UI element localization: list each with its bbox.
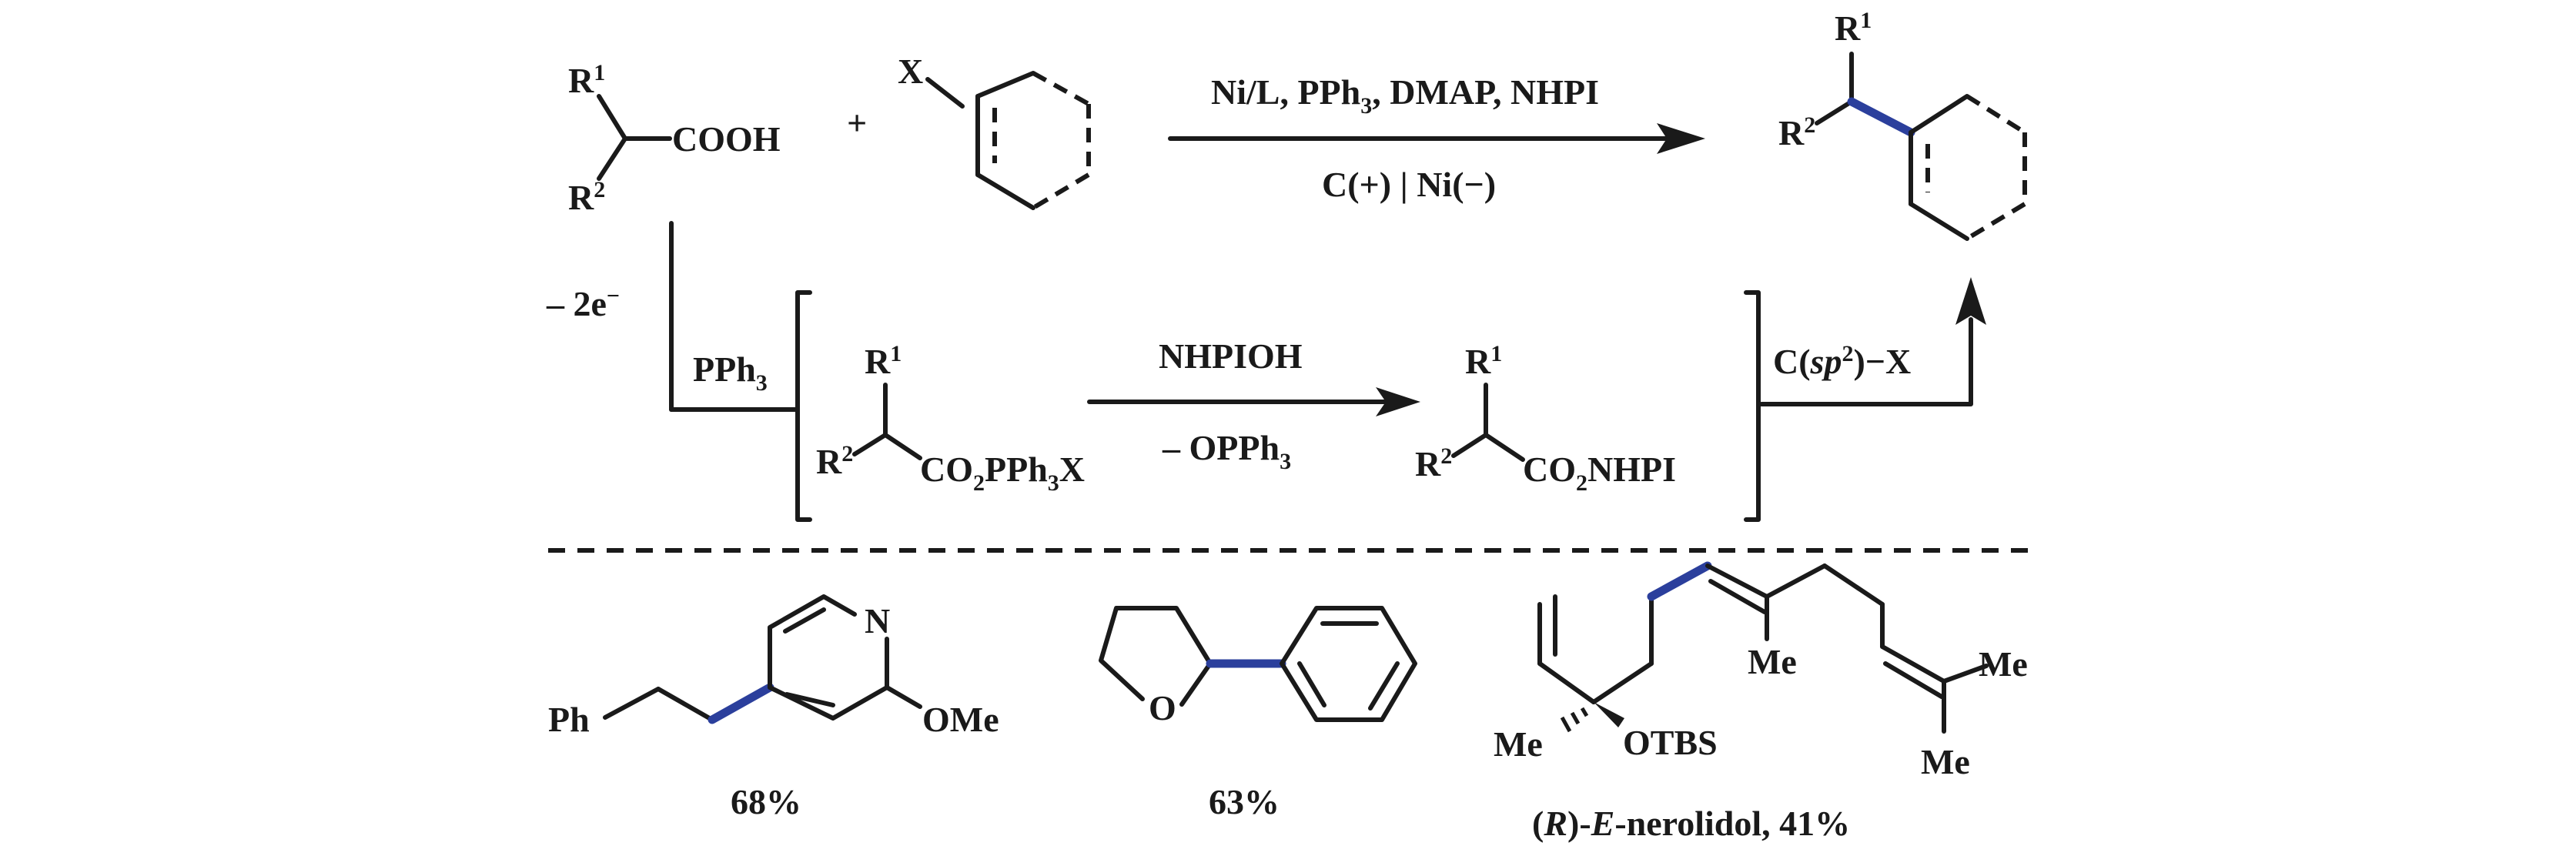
- carboxylic-acid-reactant: R1 COOH R2: [568, 60, 781, 217]
- example-thf: O 63%: [1099, 606, 1417, 821]
- acid-r2-label: R2: [568, 177, 605, 217]
- int1-r1-label: R1: [865, 341, 902, 381]
- nhpioh-label: NHPIOH: [1159, 336, 1303, 376]
- coupling-arrow: C(sp2)−X: [1759, 277, 1986, 406]
- mechanism-path: – 2e− PPh3: [546, 221, 1761, 522]
- alkylarene-product: R1 R2: [1778, 8, 2027, 241]
- aryl-x-label: X: [898, 52, 923, 91]
- pph3-label: PPh3: [693, 349, 768, 396]
- csp2-x-label: C(sp2)−X: [1773, 341, 1911, 381]
- oxidation-label: – 2e−: [546, 283, 620, 323]
- main-reaction-arrow: Ni/L, PPh3, DMAP, NHPI C(+) | Ni(−): [1168, 72, 1705, 204]
- conditions-electrodes: C(+) | Ni(−): [1322, 165, 1496, 204]
- int1-group-label: CO2PPh3X: [920, 450, 1085, 496]
- product-r2-label: R2: [1778, 112, 1815, 152]
- thf-o-label: O: [1149, 688, 1176, 727]
- plus-sign: +: [847, 103, 867, 142]
- int2-group-label: CO2NHPI: [1523, 450, 1676, 496]
- ome-label: OMe: [922, 700, 999, 739]
- pyridine-n-label: N: [865, 601, 890, 640]
- oppo3-label: – OPPh3: [1162, 428, 1291, 474]
- int1-r2-label: R2: [816, 441, 853, 481]
- example-nerolidol: Me Me Me Me OTBS (R)-E-nerolidol, 41%: [1494, 561, 2028, 843]
- yield-nerolidol: (R)-E-nerolidol, 41%: [1532, 804, 1850, 843]
- yield-68: 68%: [731, 782, 801, 821]
- mechanism-arrow: NHPIOH – OPPh3: [1087, 336, 1420, 474]
- int2-r1-label: R1: [1465, 341, 1502, 381]
- acid-cooh-label: COOH: [672, 119, 781, 159]
- yield-63: 63%: [1209, 782, 1280, 821]
- example-pyridine: N Ph OMe 68%: [548, 594, 999, 821]
- nhpi-ester-intermediate: R1 R2 CO2NHPI: [1415, 341, 1676, 496]
- me-terminal-a-label: Me: [1979, 644, 2028, 684]
- ph-label: Ph: [548, 700, 590, 739]
- acyloxyphosphonium-intermediate: R1 R2 CO2PPh3X: [816, 341, 1085, 496]
- acid-r1-label: R1: [568, 60, 605, 100]
- conditions-reagents: Ni/L, PPh3, DMAP, NHPI: [1211, 72, 1599, 119]
- aryl-halide-reactant: X: [898, 52, 1091, 210]
- me-terminal-b-label: Me: [1921, 742, 1970, 781]
- otbs-label: OTBS: [1623, 723, 1718, 762]
- int2-r2-label: R2: [1415, 443, 1452, 483]
- product-r1-label: R1: [1835, 8, 1872, 48]
- me-quaternary-label: Me: [1494, 724, 1543, 764]
- me-chain-label: Me: [1748, 642, 1797, 681]
